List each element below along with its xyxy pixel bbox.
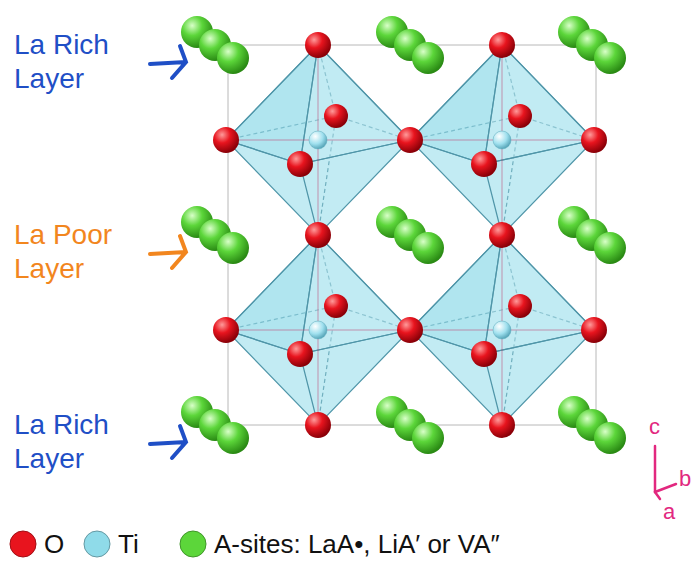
octahedra — [226, 45, 594, 425]
layer-label: La Poor Layer — [14, 218, 149, 285]
legend-item: Ti — [82, 526, 139, 562]
o-atom — [489, 412, 515, 438]
layer-label: La Rich Layer — [14, 408, 149, 475]
o-atom — [471, 151, 497, 177]
legend-swatch — [10, 531, 36, 557]
axis-label: a — [663, 499, 681, 525]
o-atom — [305, 222, 331, 248]
o-atom — [581, 317, 607, 343]
legend-text: Ti — [118, 529, 139, 560]
o-atom — [324, 104, 348, 128]
axis-a — [655, 492, 660, 499]
o-atom — [489, 222, 515, 248]
ti-o-bonds — [226, 45, 594, 425]
legend-text: A-sites: LaA•, LiA′ or VA″ — [214, 529, 500, 560]
layer-pointer — [150, 426, 186, 458]
legend-item: A-sites: LaA•, LiA′ or VA″ — [178, 526, 500, 562]
legend-swatch-holder — [82, 529, 112, 559]
layer-label: La Rich Layer — [14, 28, 149, 95]
ti-atom — [493, 321, 511, 339]
o-atom — [397, 127, 423, 153]
o-atom — [213, 127, 239, 153]
o-atoms — [213, 32, 607, 438]
ti-atom — [493, 131, 511, 149]
a-site-atom — [594, 422, 626, 454]
octahedron-face — [484, 235, 594, 354]
octahedron-front-edges — [226, 140, 594, 425]
a-site-atom — [594, 232, 626, 264]
o-atom — [324, 294, 348, 318]
a-site-atom — [412, 42, 444, 74]
o-atom — [489, 32, 515, 58]
o-atom — [305, 32, 331, 58]
octahedron-face — [484, 45, 594, 164]
layer-pointer — [150, 236, 186, 268]
o-atom — [287, 151, 313, 177]
axis-label: b — [679, 466, 695, 492]
o-atom — [508, 294, 532, 318]
a-site-atom — [412, 422, 444, 454]
o-atom — [471, 341, 497, 367]
a-site-atom — [594, 42, 626, 74]
a-site-atom — [217, 232, 249, 264]
octahedron-face — [300, 45, 410, 164]
legend-item: O — [8, 526, 64, 562]
ti-atoms — [309, 131, 511, 339]
layer-pointer — [150, 46, 186, 78]
legend-swatch-holder — [178, 529, 208, 559]
legend-swatch — [180, 531, 206, 557]
layer-pointers — [150, 46, 186, 458]
octahedron-face — [300, 235, 410, 354]
o-atom — [287, 341, 313, 367]
o-atom — [581, 127, 607, 153]
a-site-atom — [412, 232, 444, 264]
octahedron-back-edges — [226, 45, 594, 425]
legend-text: O — [44, 529, 64, 560]
axis-b — [655, 484, 676, 492]
o-atom — [305, 412, 331, 438]
a-site-atoms — [181, 16, 626, 454]
o-atom — [397, 317, 423, 343]
o-atom — [508, 104, 532, 128]
axis-label: c — [649, 414, 669, 440]
legend-swatch-holder — [8, 529, 38, 559]
axis-c — [654, 446, 657, 492]
a-site-atom — [217, 422, 249, 454]
ti-atom — [309, 131, 327, 149]
a-site-atom — [217, 42, 249, 74]
ti-atom — [309, 321, 327, 339]
o-atom — [213, 317, 239, 343]
axes — [655, 446, 676, 499]
legend-swatch — [84, 531, 110, 557]
